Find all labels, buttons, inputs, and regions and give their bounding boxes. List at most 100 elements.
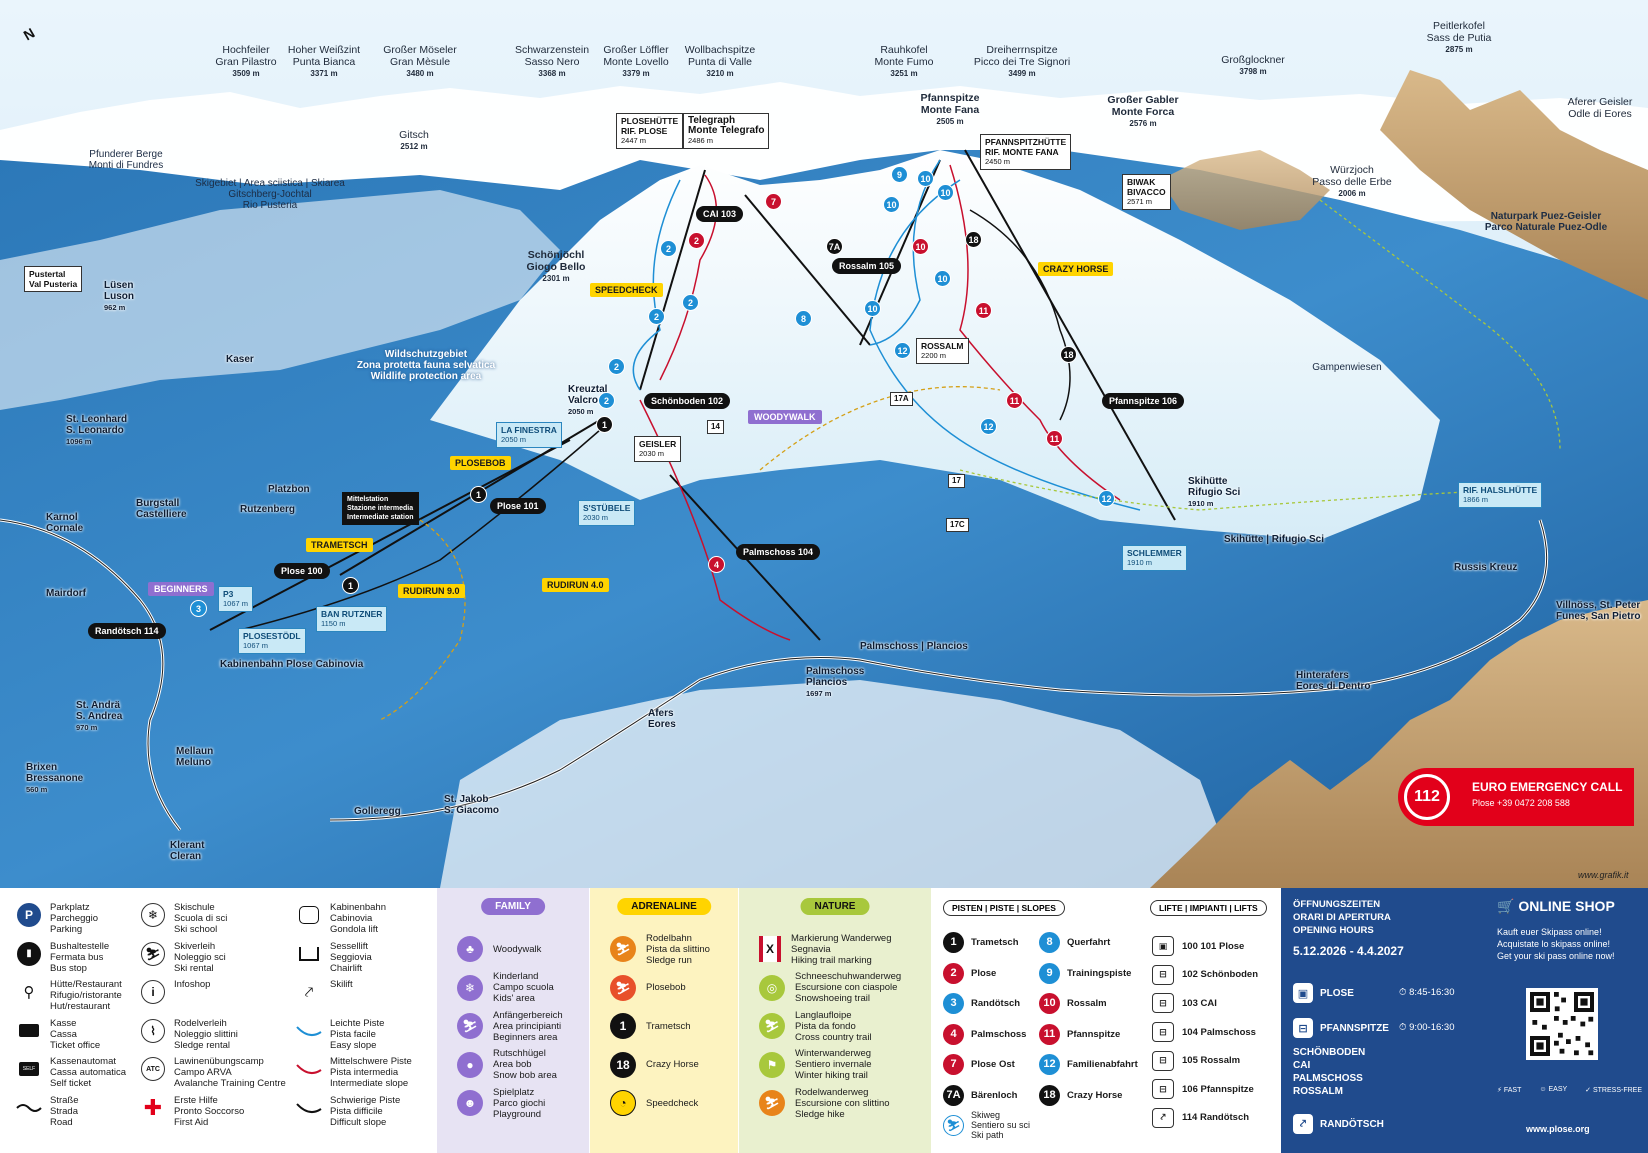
slope-marker[interactable]: 1 <box>596 416 613 433</box>
slope-marker[interactable]: 10 <box>864 300 881 317</box>
slope-name: Bärenloch <box>971 1089 1018 1101</box>
slope-marker[interactable]: 2 <box>688 232 705 249</box>
slope-marker[interactable]: 10 <box>912 238 929 255</box>
slope-name: Trainingspiste <box>1067 967 1132 979</box>
slope-marker[interactable]: 10 <box>917 170 934 187</box>
lift-cai-103[interactable]: CAI 103 <box>696 206 744 222</box>
emergency-call-banner[interactable]: 112 EURO EMERGENCY CALL Plose +39 0472 2… <box>1398 768 1634 826</box>
lift-name: 103 CAI <box>1182 997 1217 1009</box>
lift-plose-101[interactable]: Plose 101 <box>490 498 546 514</box>
plosebob-icon: ⛷ <box>610 974 636 1001</box>
slope-marker[interactable]: 11 <box>1046 430 1063 447</box>
tag-rudirun-9[interactable]: RUDIRUN 9.0 <box>398 584 465 598</box>
qr-code-icon[interactable] <box>1526 988 1598 1060</box>
slope-marker[interactable]: 18 <box>965 231 982 248</box>
chairlift-icon: ⊟ <box>1293 1018 1313 1038</box>
slope-marker[interactable]: 7 <box>765 193 782 210</box>
nature-head: NATURE <box>800 898 870 915</box>
place-golleregg: Golleregg <box>354 806 401 817</box>
slope-marker[interactable]: 2 <box>682 294 699 311</box>
slope-marker[interactable]: 3 <box>190 600 207 617</box>
lift-randoetsch-114[interactable]: Randötsch 114 <box>88 623 166 639</box>
slope-marker[interactable]: 4 <box>708 556 725 573</box>
slope-marker[interactable]: 12 <box>894 342 911 359</box>
slope-marker[interactable]: 10 <box>937 184 954 201</box>
tag-beginners[interactable]: BEGINNERS <box>148 582 214 596</box>
website-link[interactable]: www.plose.org <box>1526 1124 1590 1134</box>
lift-palmschoss-plancios[interactable]: Palmschoss | Plancios <box>860 641 968 652</box>
slope-name: Rossalm <box>1067 998 1107 1009</box>
adrenaline-head: ADRENALINE <box>617 898 711 915</box>
hours-randoetsch: ⤤RANDÖTSCH <box>1293 1114 1384 1134</box>
slope-marker[interactable]: 11 <box>975 302 992 319</box>
tag-speedcheck[interactable]: SPEEDCHECK <box>590 283 663 297</box>
lift-schoenboden-102[interactable]: Schönboden 102 <box>644 393 731 409</box>
slope-marker[interactable]: 1 <box>470 486 487 503</box>
woodywalk-icon: ♣ <box>457 936 483 963</box>
slope-marker[interactable]: 18 <box>1060 346 1077 363</box>
slope-name: Plose <box>971 967 997 979</box>
tag-crazy-horse[interactable]: CRAZY HORSE <box>1038 262 1114 276</box>
tag-plosebob[interactable]: PLOSEBOB <box>450 456 511 470</box>
slope-marker[interactable]: 1 <box>342 577 359 594</box>
slope-marker[interactable]: 2 <box>608 358 625 375</box>
chairlift-icon <box>296 941 322 967</box>
online-shop-title[interactable]: 🛒 ONLINE SHOP <box>1497 898 1615 914</box>
lift-palmschoss-104[interactable]: Palmschoss 104 <box>736 544 821 560</box>
pisten-head: PISTEN | PISTE | SLOPES <box>943 900 1065 916</box>
tag-rudirun-4[interactable]: RUDIRUN 4.0 <box>542 578 609 592</box>
slope-marker[interactable]: 10 <box>934 270 951 287</box>
slope-marker[interactable]: 2 <box>598 392 615 409</box>
slope-marker[interactable]: 12 <box>980 418 997 435</box>
slope-marker[interactable]: 7A <box>826 238 843 255</box>
playground-icon: ☻ <box>457 1090 483 1117</box>
lifte-list: ▣100 101 Plose⊟102 Schönboden⊟103 CAI⊟10… <box>1152 932 1258 1132</box>
lift-plose-100[interactable]: Plose 100 <box>274 563 330 579</box>
slope-marker[interactable]: 2 <box>660 240 677 257</box>
slope-marker[interactable]: 12 <box>1098 490 1115 507</box>
lift-kabinenbahn-plose[interactable]: Kabinenbahn Plose Cabinovia <box>220 659 364 670</box>
slope-marker[interactable]: 2 <box>648 308 665 325</box>
lift-pfannspitze-106[interactable]: Pfannspitze 106 <box>1102 393 1185 409</box>
tag-trametsch[interactable]: TRAMETSCH <box>306 538 373 552</box>
lift-skihuette-rifugio-sci[interactable]: Skihütte | Rifugio Sci <box>1224 534 1325 545</box>
lift-rossalm-105[interactable]: Rossalm 105 <box>832 258 902 274</box>
slope-marker[interactable]: 10 <box>883 196 900 213</box>
slope-name: Crazy Horse <box>1067 1089 1123 1101</box>
slope-marker[interactable]: 8 <box>795 310 812 327</box>
tag-woodywalk-label[interactable]: WOODYWALK <box>748 410 822 424</box>
slope-marker[interactable]: 9 <box>891 166 908 183</box>
slope-marker[interactable]: 11 <box>1006 392 1023 409</box>
sledge-hike-icon: ⛷ <box>759 1090 785 1117</box>
intermediate-slope-line <box>296 1056 322 1082</box>
ski-school-icon: ❄ <box>140 902 166 928</box>
